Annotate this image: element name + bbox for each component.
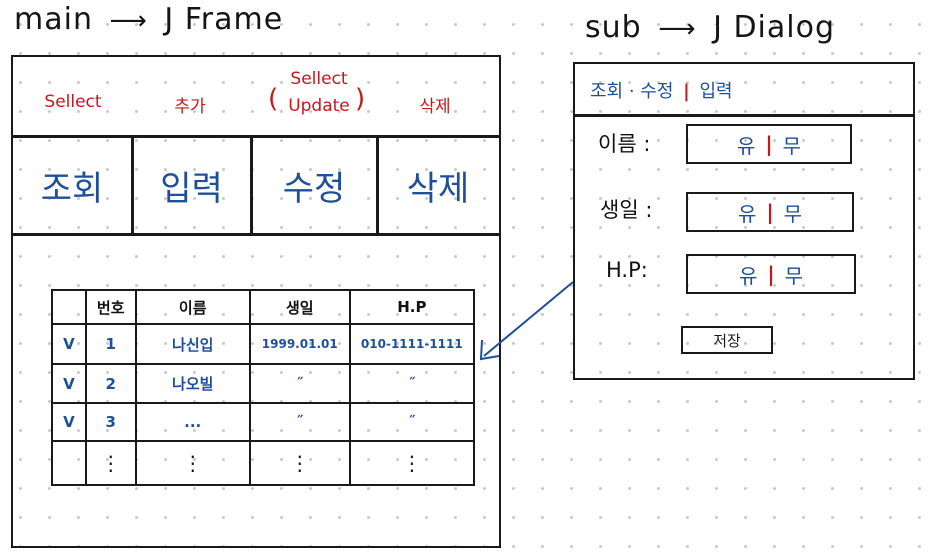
field-label-birthday: 생일 :	[600, 198, 653, 222]
main-heading-name: main	[14, 2, 93, 37]
cell-ellipsis: ⋮	[248, 440, 351, 486]
cell-phone: ˝	[348, 363, 476, 404]
arrow-right-icon: ⟶	[658, 14, 697, 44]
dialog-title-left: 조회 · 수정	[590, 81, 674, 102]
menu-divider	[131, 135, 134, 235]
menu-top-divider	[11, 135, 499, 138]
arrow-right-icon: ⟶	[109, 6, 148, 36]
main-heading: main ⟶ J Frame	[14, 2, 283, 37]
cell-number: 2	[84, 363, 137, 404]
birthday-yn-toggle[interactable]: 유 | 무	[686, 192, 854, 232]
op-select-update: Sellect Update	[288, 69, 350, 116]
cell-name: 나신입	[134, 323, 251, 365]
table-row[interactable]: V 3 ... ˝ ˝	[51, 402, 476, 442]
cell-phone: 010-1111-1111	[348, 323, 476, 365]
table-row[interactable]: V 1 나신입 1999.01.01 010-1111-1111	[51, 323, 476, 365]
save-button[interactable]: 저장	[681, 326, 773, 354]
no-option[interactable]: 무	[783, 201, 803, 226]
paren-left: (	[268, 84, 279, 114]
column-header: H.P	[348, 289, 476, 325]
menu-button-update[interactable]: 수정	[282, 168, 346, 209]
sub-dialog	[573, 62, 915, 380]
sub-heading: sub ⟶ J Dialog	[585, 10, 835, 45]
cell-number: 1	[84, 323, 137, 365]
field-label-name: 이름 :	[598, 132, 651, 156]
menu-button-query[interactable]: 조회	[40, 168, 104, 209]
toggle-separator: |	[765, 132, 773, 156]
row-check[interactable]: V	[51, 402, 87, 442]
yes-option[interactable]: 유	[738, 263, 758, 288]
phone-yn-toggle[interactable]: 유 | 무	[686, 254, 856, 294]
cell-birthday: ˝	[248, 363, 351, 404]
column-header	[51, 289, 87, 325]
dialog-title: 조회 · 수정 | 입력	[590, 77, 733, 103]
table-row[interactable]: V 2 나오빌 ˝ ˝	[51, 363, 476, 404]
op-delete: 삭제	[419, 97, 451, 117]
sub-heading-name: sub	[585, 10, 642, 45]
yes-option[interactable]: 유	[737, 201, 757, 226]
toggle-separator: |	[767, 262, 775, 286]
op-select: Sellect	[44, 92, 102, 112]
dialog-title-divider	[573, 114, 913, 117]
row-check[interactable]: V	[51, 323, 87, 365]
row-check	[51, 440, 87, 486]
column-header: 이름	[134, 289, 251, 325]
table-row: ⋮ ⋮ ⋮ ⋮	[51, 440, 476, 486]
column-header: 번호	[84, 289, 137, 325]
menu-divider	[376, 135, 379, 235]
main-frame	[11, 55, 501, 548]
paren-right: )	[355, 84, 366, 114]
op-insert: 추가	[174, 97, 206, 117]
cell-name: 나오빌	[134, 363, 251, 404]
cell-birthday: 1999.01.01	[248, 323, 351, 365]
cell-number: 3	[84, 402, 137, 442]
row-check[interactable]: V	[51, 363, 87, 404]
field-label-phone: H.P:	[606, 258, 648, 282]
name-yn-toggle[interactable]: 유 | 무	[686, 124, 852, 164]
yes-option[interactable]: 유	[736, 133, 756, 158]
no-option[interactable]: 무	[782, 133, 802, 158]
menu-bottom-divider	[11, 233, 499, 236]
table-header-row: 번호 이름 생일 H.P	[51, 289, 476, 325]
sub-heading-target: J Dialog	[713, 10, 835, 45]
dialog-title-right: 입력	[699, 81, 733, 102]
connector-arrow	[479, 281, 574, 361]
member-table: 번호 이름 생일 H.P V 1 나신입 1999.01.01 010-1111…	[51, 289, 476, 486]
toggle-separator: |	[766, 200, 774, 224]
main-heading-target: J Frame	[164, 2, 284, 37]
cell-ellipsis: ⋮	[134, 440, 251, 486]
menu-button-delete[interactable]: 삭제	[406, 168, 470, 209]
cell-ellipsis: ⋮	[84, 440, 137, 486]
title-separator: |	[683, 81, 690, 102]
cell-phone: ˝	[348, 402, 476, 442]
no-option[interactable]: 무	[784, 263, 804, 288]
cell-name: ...	[134, 402, 251, 442]
column-header: 생일	[248, 289, 351, 325]
cell-ellipsis: ⋮	[348, 440, 476, 486]
menu-button-insert[interactable]: 입력	[160, 168, 223, 209]
menu-divider	[250, 135, 253, 235]
cell-birthday: ˝	[248, 402, 351, 442]
